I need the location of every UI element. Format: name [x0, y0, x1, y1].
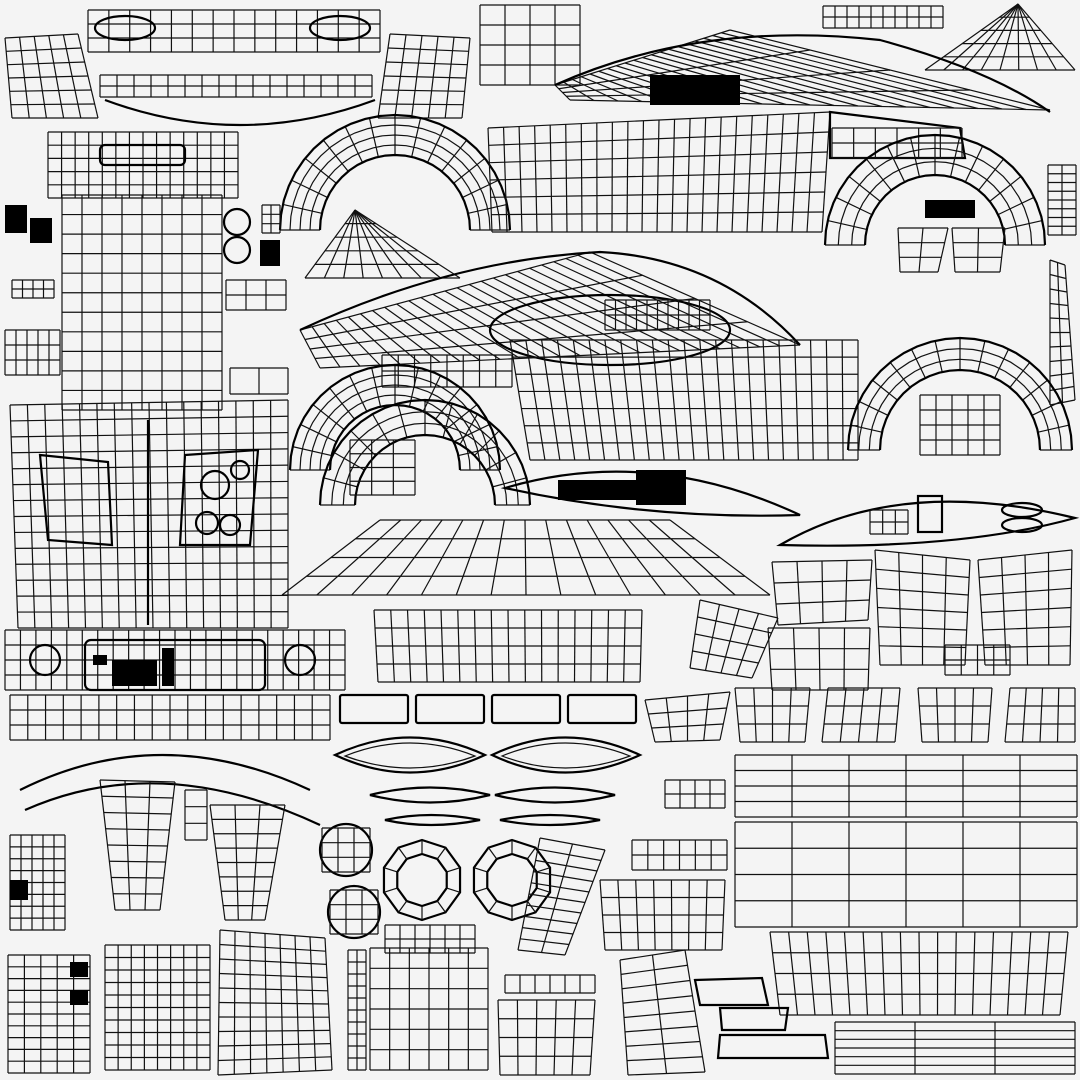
wing-mirror-triangle-top: [924, 3, 1076, 71]
seat-panels-right: [689, 549, 1073, 691]
door-panel-right: [381, 339, 859, 461]
vent-tall-right: [1047, 164, 1077, 406]
body-grid-bottom-right: [734, 754, 1078, 1075]
headlight-rings: [332, 736, 643, 827]
roof-panel: [61, 194, 289, 411]
door-panel-left: [487, 110, 967, 233]
tail-strips: [644, 687, 1076, 743]
grille-rect: [373, 609, 643, 683]
misc-small-parts: [4, 200, 1006, 1074]
lens-oval-small: [776, 494, 1080, 547]
bumper-front-top: [4, 9, 471, 127]
trim-strip-top: [822, 5, 944, 29]
rim-octagons: [318, 822, 552, 940]
splitter-pieces: [9, 694, 331, 921]
small-square-grid: [479, 4, 581, 86]
floor-trapezoid: [281, 519, 771, 596]
interior-parts-bottom: [104, 837, 830, 1076]
bumper-front-lower: [4, 629, 346, 692]
wheel-arch-front-left: [278, 113, 512, 231]
side-body-upper-left: [554, 29, 1051, 113]
uv-islands: [4, 3, 1080, 1076]
lens-oval-large: [504, 470, 801, 517]
side-skirt-boxes: [338, 693, 638, 725]
wheel-arch-mid: [318, 398, 532, 506]
wheel-arch-rear-right: [823, 133, 1047, 246]
grille-triangle: [304, 209, 461, 279]
hood-scoop: [47, 131, 239, 199]
